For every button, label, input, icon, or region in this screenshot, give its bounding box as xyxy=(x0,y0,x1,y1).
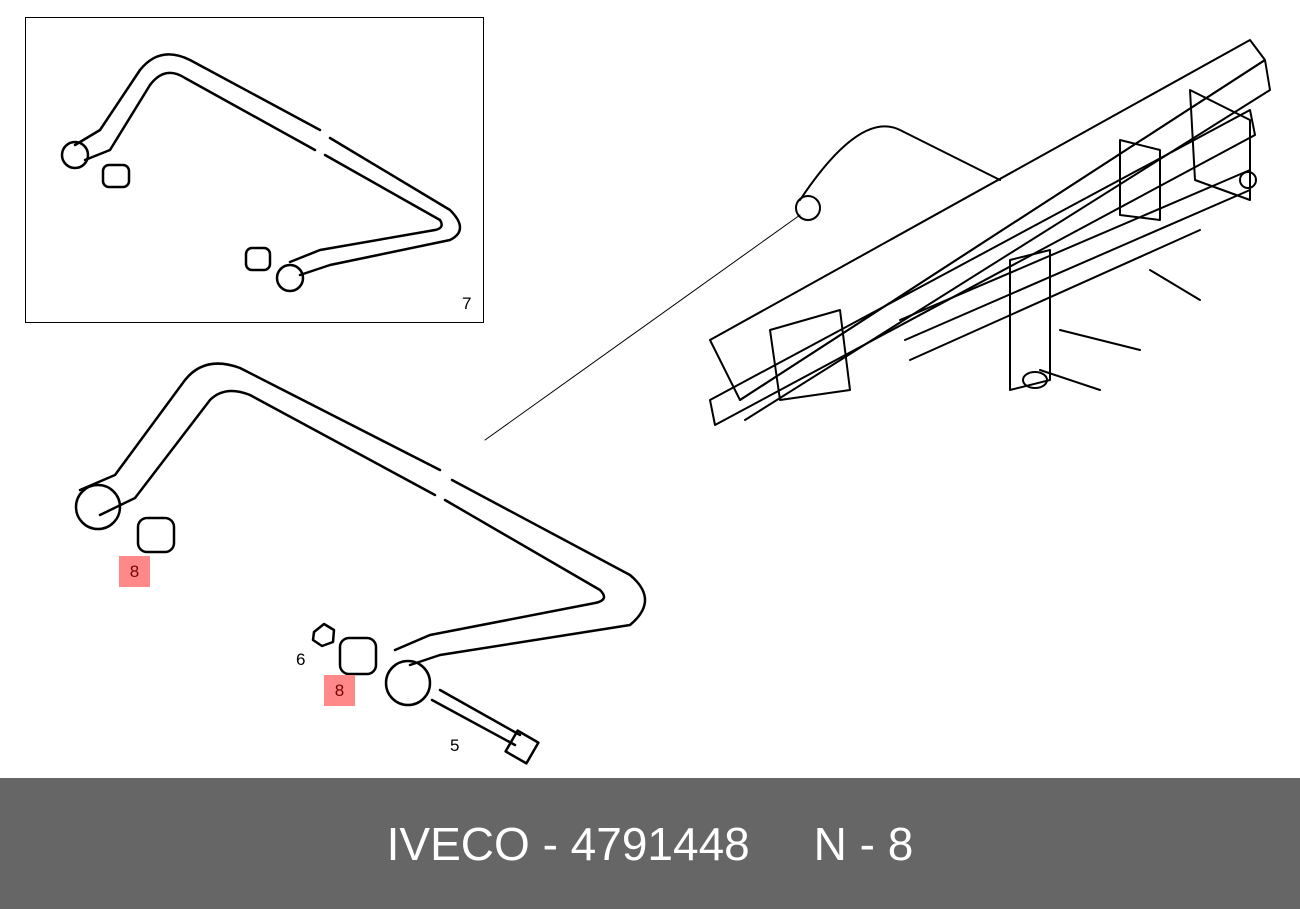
parts-diagram xyxy=(60,39,1271,765)
bolt xyxy=(430,688,522,747)
callout-7: 7 xyxy=(462,294,472,313)
nut xyxy=(311,622,336,648)
chassis-frame xyxy=(709,39,1271,426)
inset-frame xyxy=(25,17,484,323)
callout-6: 6 xyxy=(296,650,306,669)
callout-8-highlight: 8 xyxy=(324,675,355,706)
inset-stabilizer-bar xyxy=(60,53,462,293)
bushing-right xyxy=(338,636,378,676)
spacer xyxy=(750,817,814,871)
reference-number: N - 8 xyxy=(813,817,914,870)
callout-8-highlight: 8 xyxy=(119,556,150,587)
bushing-left xyxy=(136,516,176,554)
stabilizer-bar xyxy=(74,362,647,765)
callout-5: 5 xyxy=(450,736,460,755)
part-number: IVECO - 4791448 xyxy=(386,817,750,870)
footer-banner: IVECO - 4791448 N - 8 xyxy=(0,778,1300,909)
